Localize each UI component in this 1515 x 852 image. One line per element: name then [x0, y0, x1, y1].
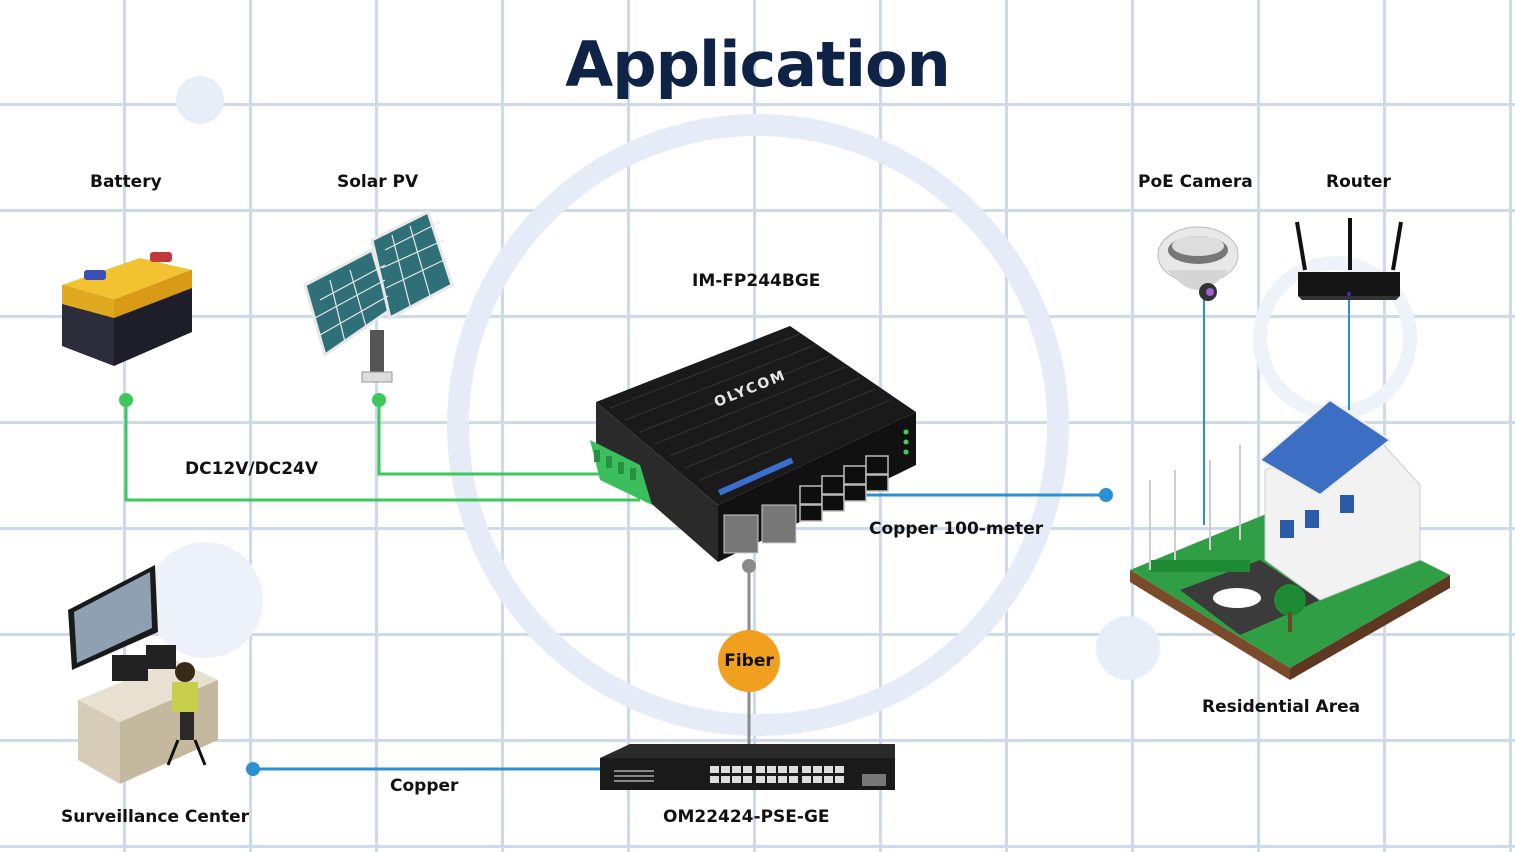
decorative-bubble [147, 542, 263, 658]
solar-pv-icon [303, 209, 454, 383]
power-lines [119, 393, 640, 502]
battery-label: Battery [90, 172, 162, 192]
battery-icon [62, 252, 192, 366]
router-icon [1295, 218, 1403, 300]
page-title: Application [565, 28, 950, 101]
poe-switch-label: OM22424-PSE-GE [663, 807, 830, 827]
copper-100-link-label: Copper 100-meter [869, 519, 1044, 539]
poe-switch-icon [600, 744, 895, 790]
residential-area-icon [1130, 398, 1450, 680]
fiber-link-badge: Fiber [718, 630, 780, 692]
surveillance-connector-dot [246, 762, 260, 776]
router-label: Router [1326, 172, 1391, 192]
battery-connector-dot [119, 393, 133, 407]
poe-camera-label: PoE Camera [1138, 172, 1253, 192]
residential-connector-dot [1099, 488, 1113, 502]
decorative-bubble [176, 76, 224, 124]
surveillance-center-icon [68, 565, 218, 784]
copper-link-label: Copper [390, 776, 459, 796]
decorative-bubble [1096, 616, 1160, 680]
solar-connector-dot [372, 393, 386, 407]
data-lines [246, 298, 1350, 776]
poe-camera-icon [1157, 226, 1239, 301]
switch-model-label: IM-FP244BGE [692, 271, 821, 291]
industrial-switch-icon [590, 326, 916, 562]
power-link-label: DC12V/DC24V [185, 459, 319, 479]
residential-area-label: Residential Area [1202, 697, 1361, 717]
decorative-ring [447, 114, 1069, 736]
solar-pv-label: Solar PV [337, 172, 419, 192]
surveillance-center-label: Surveillance Center [61, 807, 250, 827]
